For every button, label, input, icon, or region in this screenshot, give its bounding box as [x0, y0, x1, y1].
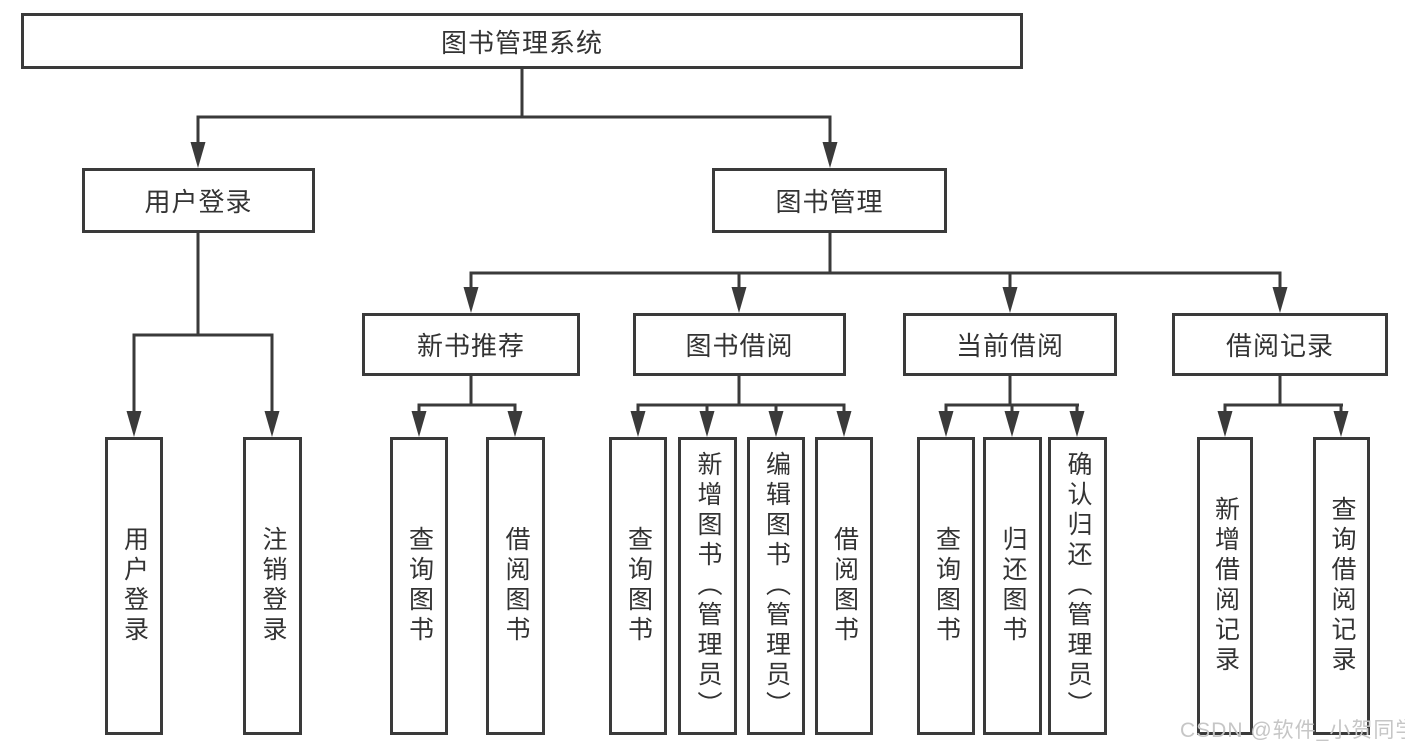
leaf-borrow-book-1: 借阅图书: [486, 437, 545, 735]
leaf-query-book-3-label: 查询图书: [932, 526, 961, 646]
leaf-add-book-admin-label: 新增图书（管理员）: [694, 451, 722, 721]
leaf-logout-label: 注销登录: [259, 526, 287, 646]
leaf-return-book: 归还图书: [983, 437, 1042, 735]
node-new-book-recommend: 新书推荐: [362, 313, 580, 376]
leaf-query-book-1: 查询图书: [390, 437, 448, 735]
node-book-borrow-label: 图书借阅: [685, 331, 794, 361]
leaf-add-book-admin: 新增图书（管理员）: [678, 437, 737, 735]
leaf-query-book-2: 查询图书: [609, 437, 667, 735]
leaf-confirm-return-admin-label: 确认归还（管理员）: [1064, 451, 1092, 721]
node-root-label: 图书管理系统: [440, 27, 603, 58]
leaf-borrow-book-2-label: 借阅图书: [830, 526, 859, 646]
leaf-query-book-3: 查询图书: [917, 437, 975, 735]
leaf-add-borrow-record-label: 新增借阅记录: [1211, 496, 1240, 676]
node-book-mgmt: 图书管理: [712, 168, 947, 233]
leaf-borrow-book-1-label: 借阅图书: [502, 526, 530, 646]
leaf-edit-book-admin-label: 编辑图书（管理员）: [762, 451, 791, 721]
leaf-user-login-label: 用户登录: [120, 526, 149, 646]
leaf-query-borrow-record: 查询借阅记录: [1313, 437, 1370, 735]
node-book-mgmt-label: 图书管理: [775, 187, 884, 217]
node-book-borrow: 图书借阅: [633, 313, 846, 376]
node-user-login-label: 用户登录: [144, 187, 253, 217]
leaf-query-book-1-label: 查询图书: [405, 526, 434, 646]
node-user-login: 用户登录: [82, 168, 315, 233]
leaf-query-borrow-record-label: 查询借阅记录: [1328, 496, 1356, 676]
node-borrow-records-label: 借阅记录: [1225, 331, 1334, 361]
node-new-book-recommend-label: 新书推荐: [416, 331, 525, 361]
csdn-watermark: CSDN @软件_小贺同学: [1180, 719, 1405, 742]
leaf-query-book-2-label: 查询图书: [624, 526, 653, 646]
leaf-add-borrow-record: 新增借阅记录: [1197, 437, 1253, 735]
leaf-borrow-book-2: 借阅图书: [815, 437, 873, 735]
leaf-edit-book-admin: 编辑图书（管理员）: [747, 437, 805, 735]
node-current-borrow-label: 当前借阅: [955, 331, 1064, 361]
leaf-logout: 注销登录: [243, 437, 302, 735]
leaf-user-login: 用户登录: [105, 437, 163, 735]
leaf-return-book-label: 归还图书: [999, 526, 1027, 646]
node-root: 图书管理系统: [21, 13, 1023, 69]
node-borrow-records: 借阅记录: [1172, 313, 1388, 376]
leaf-confirm-return-admin: 确认归还（管理员）: [1048, 437, 1107, 735]
node-current-borrow: 当前借阅: [903, 313, 1117, 376]
